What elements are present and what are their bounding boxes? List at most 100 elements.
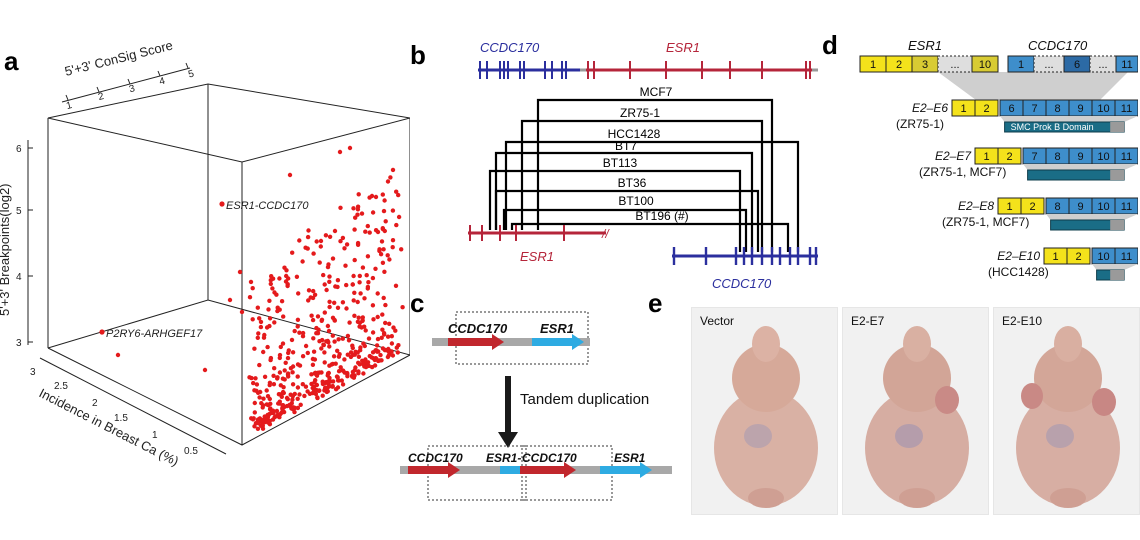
scatter-point [306,288,312,293]
exon-label: 3 [922,59,928,71]
top-gene-esr1: ESR1 [666,40,700,55]
scatter-point [355,240,361,246]
scatter-point [382,347,388,353]
scatter-point [287,172,293,178]
scatter-point [370,330,376,335]
scatter-point [280,376,286,381]
scatter-point [271,382,277,387]
cell-line-label: MCF7 [640,85,673,99]
scatter-point [326,328,332,334]
exon-label: 10 [1097,151,1109,163]
scatter-point [369,193,375,199]
cell-line-label: ZR75-1 [620,106,660,120]
scatter-point [279,299,285,304]
scatter-point [324,287,329,293]
scatter-point [382,332,387,337]
scatter-point [319,317,325,322]
scatter-point [295,362,301,367]
scatter-point [319,370,324,375]
scatter-point [383,302,388,308]
photo-label: E2-E7 [851,314,885,328]
scatter-point [336,337,341,342]
scatter-point [295,396,300,401]
scatter-point [277,276,282,281]
variant-name: E2–E10 [997,249,1040,263]
exon-label: 2 [1006,151,1012,163]
scatter-point [343,263,348,268]
scatter-point [390,238,396,243]
scatter-point [309,381,314,387]
protein-domain-bar [1027,169,1125,181]
scatter-point [335,305,341,310]
scatter-point [381,295,386,301]
protein-tail [1110,270,1125,280]
scatter-point [340,300,346,305]
scatter-point [317,339,322,344]
scatter-point [305,246,310,251]
scatter-point [311,251,316,256]
scatter-point [251,380,256,386]
y-tick: 4 [16,272,22,283]
scatter-point [300,259,305,264]
scatter-point [302,393,307,399]
variant-name: E2–E7 [935,149,972,163]
scatter-point [350,345,355,351]
bottom-gene-label: ESR1 [614,451,646,465]
scatter-point [297,238,302,243]
highlight-point [219,201,225,207]
depth-axis-label: 5'+3' ConSig Score [63,38,174,79]
scatter-point [327,234,333,239]
y-axis-label: 5'+3' Breakpoints(log2) [0,183,12,316]
scatter-point [396,214,402,220]
scatter-point [325,338,330,344]
exon-label: ... [1098,59,1107,71]
scatter-point [281,314,286,319]
scatter-point [325,379,331,384]
variant-cell-lines: (ZR75-1, MCF7) [919,165,1006,179]
scatter-point [278,344,283,350]
scatter-point [262,374,268,379]
scatter-point [261,349,266,355]
scatter-point [363,328,368,333]
scatter-point [380,327,385,332]
scatter-point [399,247,404,252]
scatter-point [382,198,387,203]
scatter-point [360,265,366,270]
scatter-point [308,295,313,300]
exon-label: 11 [1121,103,1132,115]
scatter-point [358,345,363,350]
scatter-point [394,222,399,228]
exon-label: 1 [983,151,989,163]
scatter-point [338,365,343,370]
scatter-point [267,298,272,303]
scatter-point [352,257,357,263]
scatter-point [386,353,391,358]
scatter-point [390,167,396,173]
exon-label: 7 [1031,103,1037,115]
scatter-point [382,269,387,274]
variant-cell-lines: (ZR75-1) [896,117,944,131]
scatter-point [373,266,378,271]
bottom-gene-ccdc170: CCDC170 [712,276,772,291]
scatter-point [247,295,253,300]
scatter-point [310,385,315,391]
scatter-point [268,406,273,411]
scatter-point [256,331,261,336]
scatter-point [374,343,380,348]
scatter-point [248,279,254,285]
photo-e2-e10: E2-E10 [993,307,1140,515]
exon-label: 10 [1097,201,1109,213]
scatter-point [321,272,326,278]
scatter-point [274,292,279,297]
scatter-point [340,368,345,373]
scatter-point [351,298,356,303]
cell-line-label: HCC1428 [608,127,661,141]
scatter-point [295,317,301,322]
scatter-point [349,373,355,378]
scatter-point [277,415,282,420]
scatter-point [290,250,295,255]
scatter-point [335,278,341,283]
scatter-point [363,364,369,370]
scatter-point [286,348,291,353]
scatter-point [254,388,259,393]
